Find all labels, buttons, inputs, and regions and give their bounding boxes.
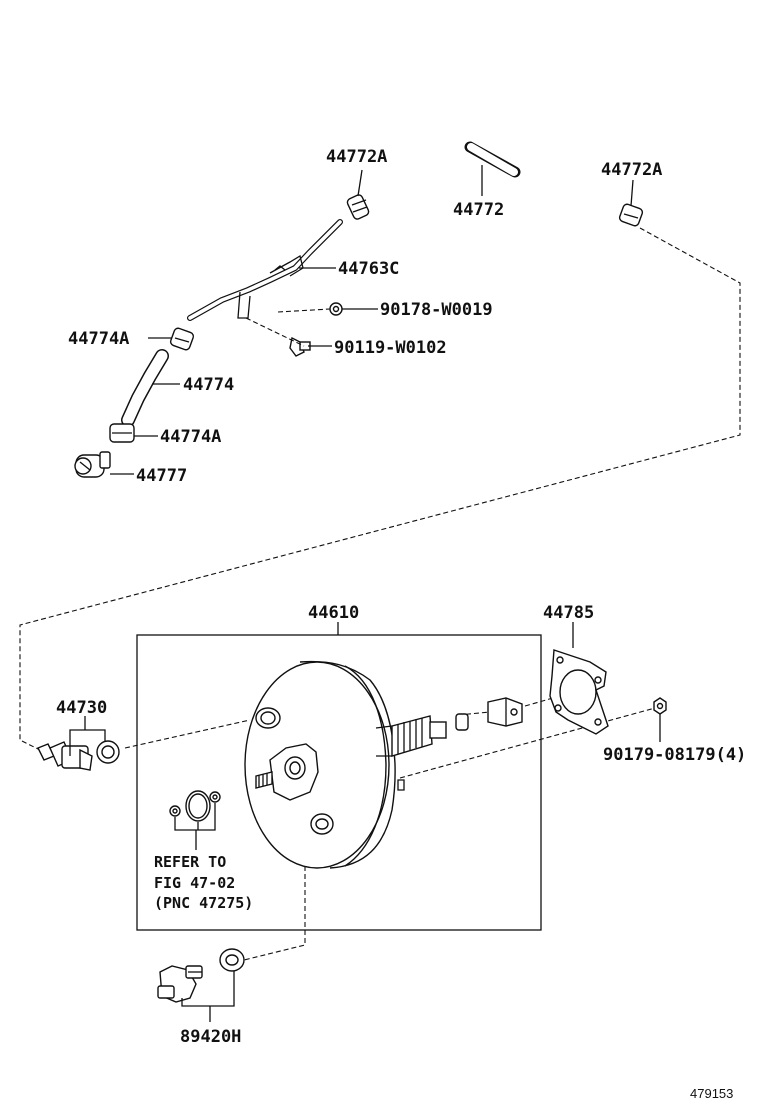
booster-group-frame <box>136 634 542 931</box>
vacuum-pipe-assembly <box>121 141 610 427</box>
label-44763C: 44763C <box>338 259 399 279</box>
refer-note-line1: REFER TO <box>154 853 226 871</box>
label-44777: 44777 <box>136 466 187 486</box>
vacuum-sensor-89420H <box>157 948 245 1022</box>
refer-note-line2: FIG 47-02 <box>154 874 235 892</box>
push-rod-bushing <box>455 713 469 731</box>
push-rod-clevis <box>487 697 523 727</box>
check-valve-44777 <box>74 451 111 478</box>
label-89420H: 89420H <box>180 1027 241 1047</box>
label-90178: 90178-W0019 <box>380 300 493 320</box>
label-44774: 44774 <box>183 375 234 395</box>
hose-clamp-44774A-bottom <box>109 423 135 443</box>
hose-clamp-44774A-top <box>169 327 195 351</box>
refer-note-line3: (PNC 47275) <box>154 894 253 912</box>
hose-clamp-44772A-left <box>346 194 370 220</box>
hose-clamp-44772A-right <box>618 203 644 227</box>
label-44772: 44772 <box>453 200 504 220</box>
label-44772A-left: 44772A <box>326 147 387 167</box>
check-valve-44730 <box>37 716 120 771</box>
figure-number: 479153 <box>690 1086 733 1101</box>
refer-note: REFER TO FIG 47-02 (PNC 47275) <box>154 853 253 912</box>
dashed-connections <box>19 227 741 961</box>
label-44610: 44610 <box>308 603 359 623</box>
label-90179: 90179-08179(4) <box>603 745 746 765</box>
label-44772A-right: 44772A <box>601 160 662 180</box>
part-number-labels: 44772A 44772 44772A 44763C 90178-W0019 4… <box>56 147 746 1047</box>
brake-booster-44610 <box>244 660 447 869</box>
nut-90179 <box>653 697 667 715</box>
leader-lines-top <box>110 165 634 475</box>
booster-gasket-44785 <box>549 649 609 735</box>
seal-kit-refer-parts <box>169 790 221 850</box>
label-90119: 90119-W0102 <box>334 338 447 358</box>
nut-90178 <box>329 302 343 316</box>
label-44774A-top: 44774A <box>68 329 129 349</box>
label-44730: 44730 <box>56 698 107 718</box>
label-44785: 44785 <box>543 603 594 623</box>
label-44774A-bottom: 44774A <box>160 427 221 447</box>
